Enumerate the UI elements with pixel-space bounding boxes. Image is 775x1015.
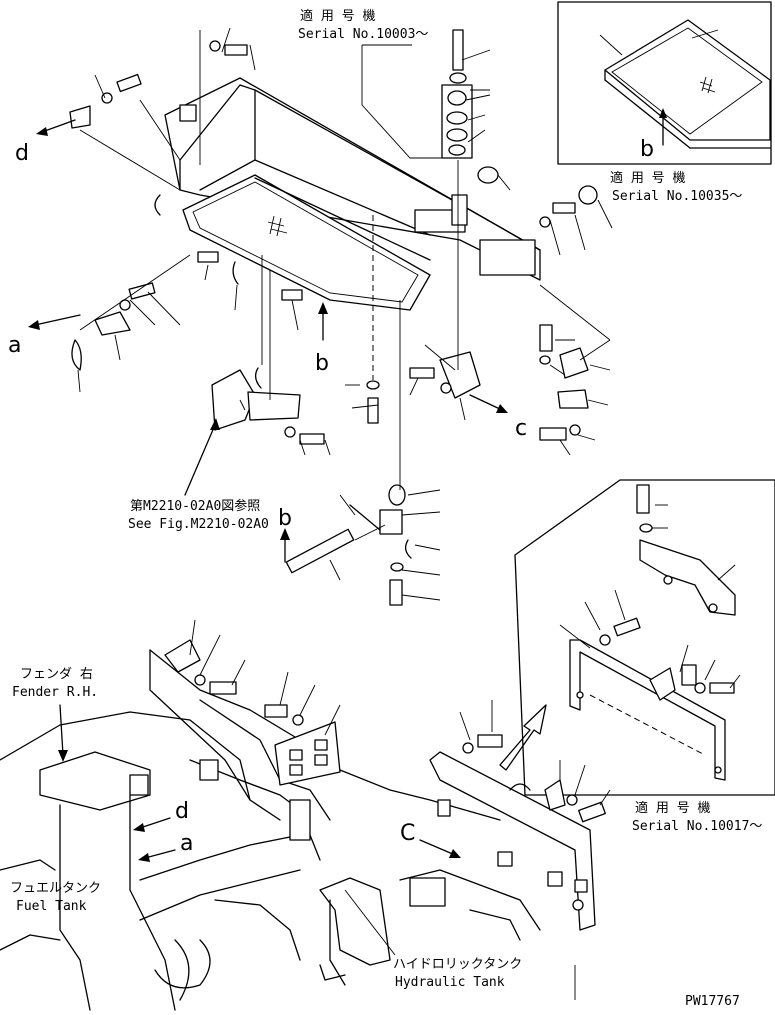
direction-arrows	[28, 119, 547, 862]
hardware	[69, 29, 598, 606]
serial-10003-jp: 適 用 号 機	[300, 8, 375, 24]
view-letter-a-top: a	[8, 333, 21, 358]
fuel-tank-en: Fuel Tank	[16, 899, 87, 914]
view-letter-b-inset: b	[640, 137, 654, 162]
serial-10017-en: Serial No.10017～	[632, 819, 762, 834]
view-letter-b-mid: b	[278, 506, 292, 531]
view-letter-b-top: b	[315, 351, 329, 376]
see-fig-jp: 第M2210-02A0図参照	[130, 498, 260, 514]
fuel-tank-jp: フュエルタンク	[10, 881, 101, 896]
drawing-code: PW17767	[685, 994, 740, 1009]
serial-10003-bracket	[361, 45, 458, 159]
hydraulic-tank-jp: ハイドロリックタンク	[393, 957, 522, 972]
serial-10035-jp: 適 用 号 機	[610, 170, 685, 186]
hydraulic-tank-en: Hydraulic Tank	[395, 975, 505, 990]
view-letter-d-bottom: d	[175, 799, 189, 824]
see-fig-en: See Fig.M2210-02A0	[128, 517, 269, 532]
machine-body	[0, 619, 611, 1011]
view-letter-d-top: d	[15, 141, 29, 166]
serial-10003-en: Serial No.10003～	[298, 27, 428, 42]
fender-jp: フェンダ 右	[20, 667, 93, 682]
view-letter-c-top: c	[515, 416, 527, 441]
tray-assembly	[164, 77, 541, 311]
inset-serial-10035: b	[557, 1, 772, 165]
leader-lines	[77, 27, 613, 601]
view-letter-c-bottom: C	[400, 821, 415, 846]
inset-serial-10017	[514, 479, 775, 796]
fender-en: Fender R.H.	[12, 685, 98, 700]
view-letter-a-bottom: a	[180, 831, 193, 856]
serial-10017-jp: 適 用 号 機	[635, 800, 710, 816]
serial-10035-en: Serial No.10035～	[612, 189, 742, 204]
